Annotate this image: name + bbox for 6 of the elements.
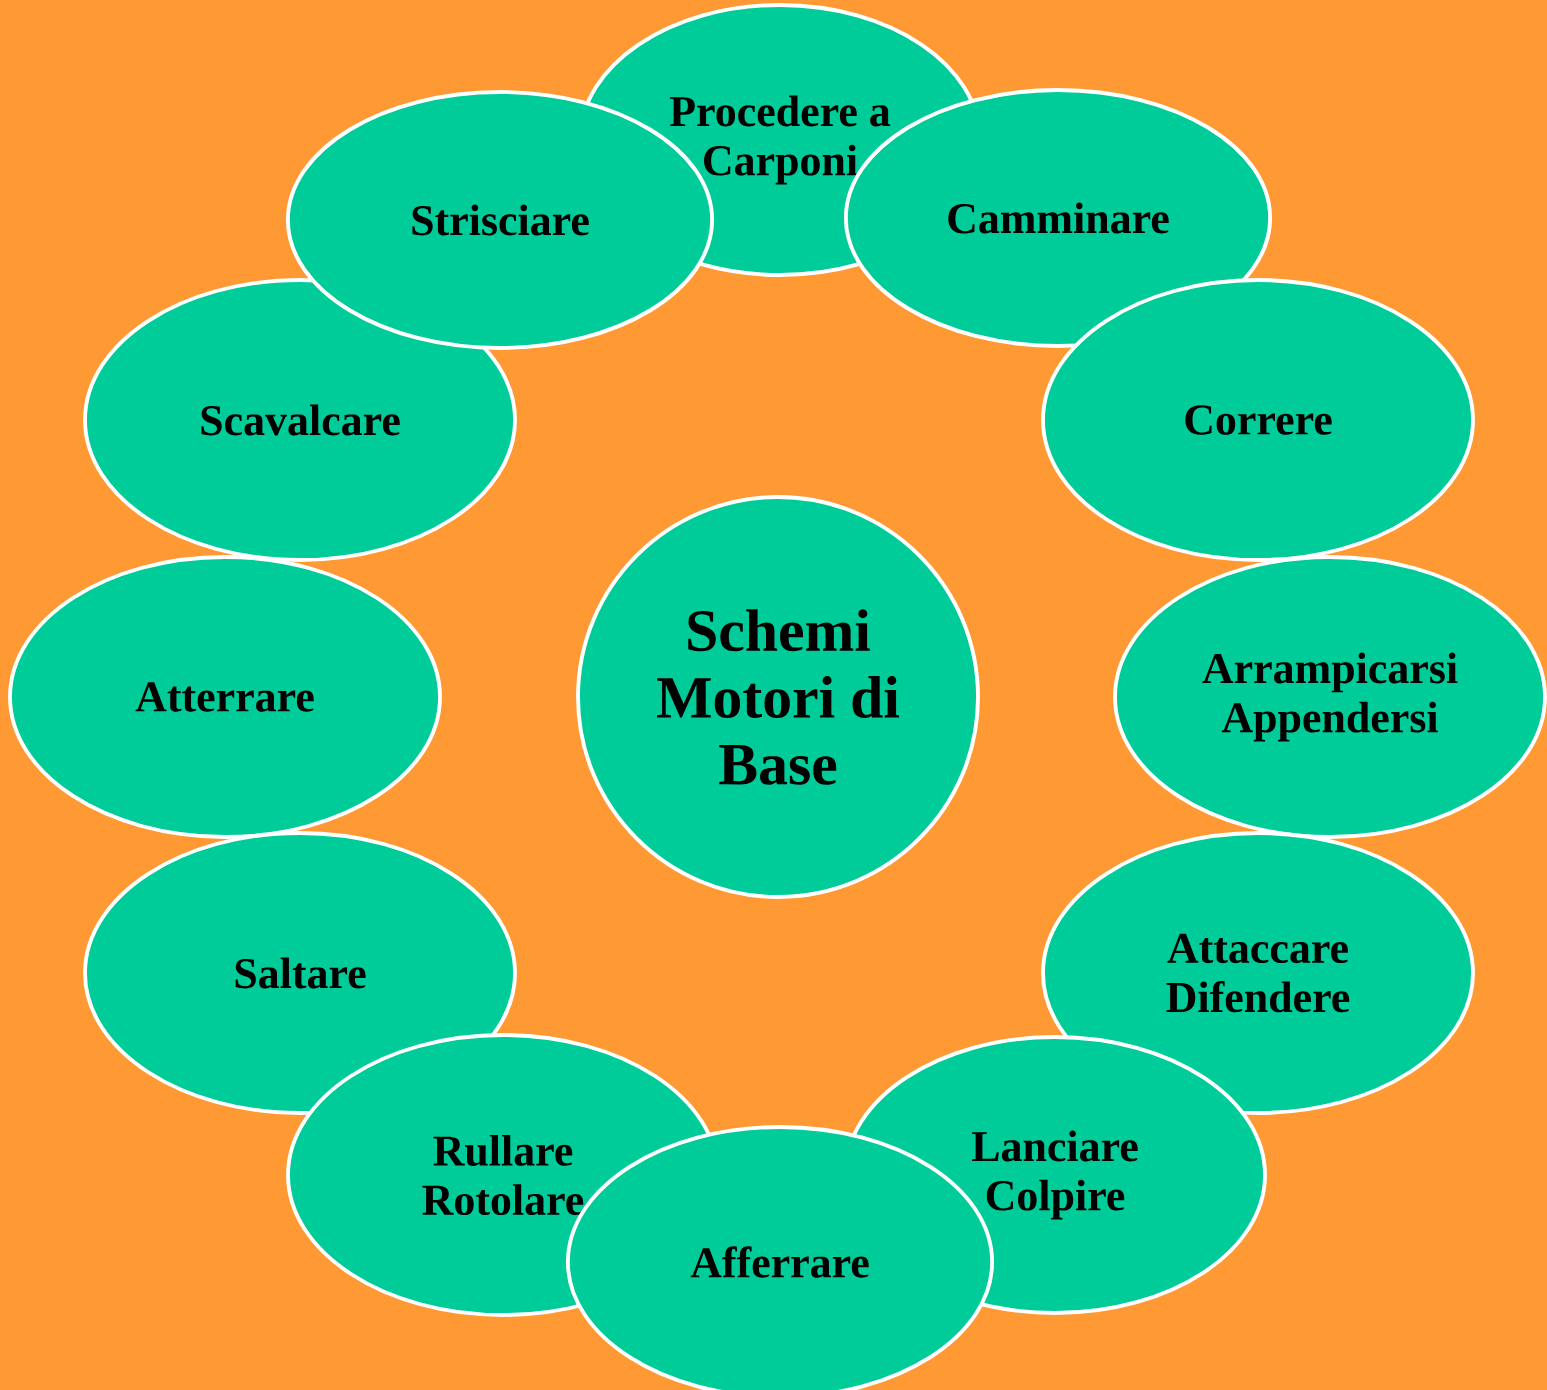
ellipse-node: Saltare <box>83 831 517 1115</box>
ellipse-node: Atterrare <box>8 555 442 839</box>
ellipse-node: Scavalcare <box>83 278 517 562</box>
ellipse-node: Correre <box>1041 278 1475 562</box>
ellipse-node: Attaccare Difendere <box>1041 831 1475 1115</box>
ellipse-node: Arrampicarsi Appendersi <box>1113 555 1547 839</box>
